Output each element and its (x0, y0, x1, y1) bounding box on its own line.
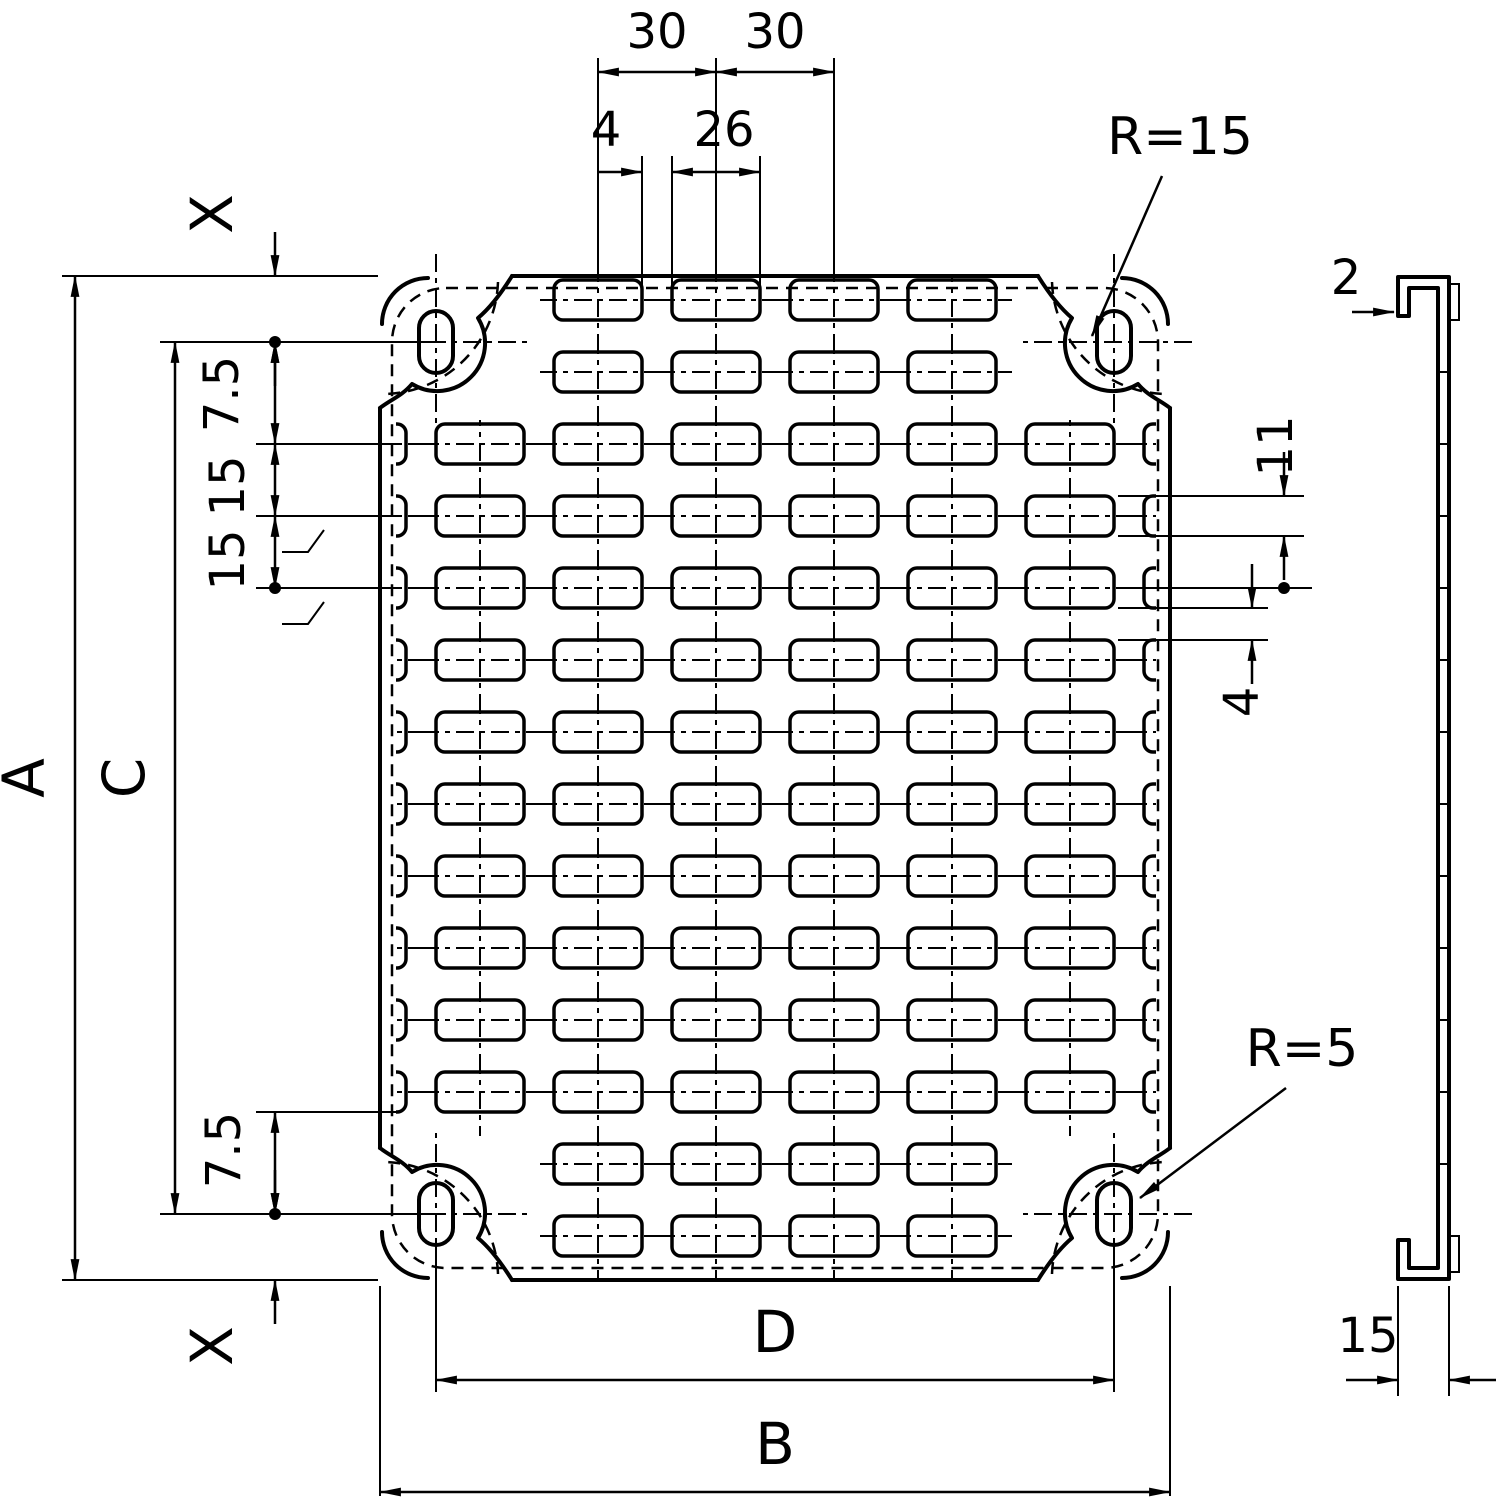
callout-r5: R=5 (1139, 1019, 1359, 1199)
dim-profile-depth: 15 (1337, 1286, 1496, 1396)
slot-section-ticks (1438, 371, 1449, 1165)
dim-fixing-height: C (90, 340, 430, 1216)
dim-row-chain-top: 7.5 15 15 (194, 340, 400, 625)
profile-ear-top (1449, 283, 1460, 321)
dim-column-pitch: 30 30 (596, 4, 836, 280)
dim-thickness: 2 (1331, 250, 1396, 317)
dim-overall-width: B (378, 1286, 1172, 1497)
perforation-field-top (540, 276, 1012, 420)
dim-label-x-top: X (178, 194, 246, 234)
dim-label-7p5-bottom: 7.5 (196, 1112, 252, 1188)
dim-label-4-right: 4 (1214, 687, 1270, 718)
dim-label-30-left: 30 (626, 4, 687, 60)
side-view (1396, 275, 1460, 1281)
dim-label-30-right: 30 (744, 4, 805, 60)
dim-label-15-side: 15 (1337, 1308, 1398, 1364)
dim-offset-bottom: X (178, 1170, 280, 1366)
dim-label-2: 2 (1331, 250, 1362, 306)
perforation-field-main (396, 420, 1156, 1136)
dim-overall-height: A (0, 274, 378, 1282)
dim-label-C: C (90, 758, 158, 799)
dim-label-15-a: 15 (200, 455, 256, 516)
dim-label-A: A (0, 758, 58, 798)
dim-label-11: 11 (1248, 415, 1304, 476)
dim-slot-top: 4 26 (591, 102, 762, 312)
label-r5: R=5 (1246, 1019, 1359, 1079)
dim-row-chain-bottom: 7.5 (196, 1110, 400, 1220)
profile-ear-bottom (1449, 1235, 1460, 1273)
dim-slot-right: 11 4 (1118, 415, 1312, 717)
dim-fixing-width: D (434, 1242, 1116, 1392)
label-r15: R=15 (1107, 107, 1253, 167)
dim-label-26: 26 (693, 102, 754, 158)
dim-label-B: B (755, 1410, 795, 1478)
front-view (356, 252, 1194, 1304)
dim-label-7p5-top: 7.5 (194, 356, 250, 432)
callout-r15: R=15 (1090, 107, 1253, 338)
profile-outline (1396, 275, 1451, 1281)
dim-label-x-bottom: X (178, 1326, 246, 1366)
dim-label-D: D (753, 1298, 798, 1366)
perforation-field (396, 276, 1156, 1278)
perforation-field-bottom (540, 1136, 1012, 1278)
dim-label-15-b: 15 (200, 529, 256, 590)
dim-label-4-top: 4 (591, 102, 622, 158)
